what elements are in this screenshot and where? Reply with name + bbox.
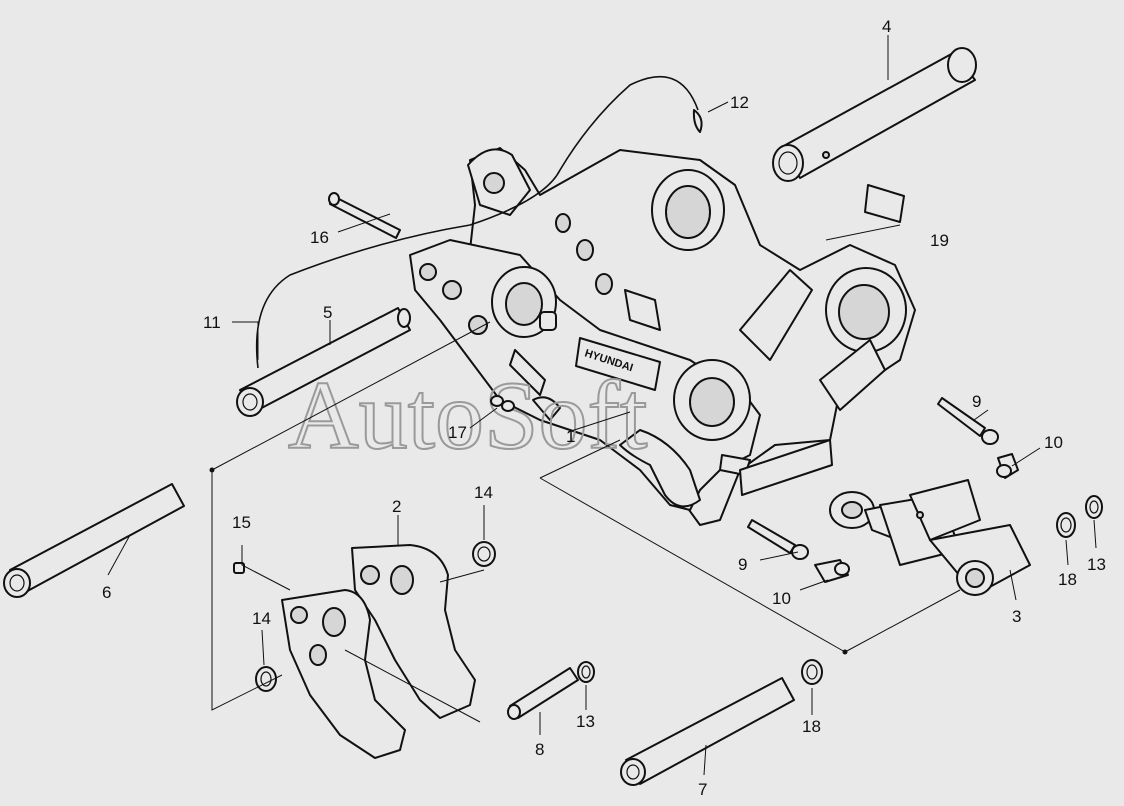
part-18-ring-right bbox=[1056, 512, 1076, 538]
part-10-fitting-lower bbox=[814, 559, 850, 583]
part-2-hook-rear bbox=[351, 544, 476, 719]
part-10-fitting-upper bbox=[996, 453, 1019, 479]
part-3-cylinder bbox=[829, 479, 1031, 596]
watermark-text: AutoSoft bbox=[288, 362, 647, 470]
callout-16: 16 bbox=[310, 228, 329, 247]
callout-3: 3 bbox=[1012, 607, 1021, 626]
callout-15: 15 bbox=[232, 513, 251, 532]
callout-14-lower: 14 bbox=[252, 609, 271, 628]
callout-9-upper: 9 bbox=[972, 392, 981, 411]
part-15-grease-fitting bbox=[233, 562, 245, 574]
part-2-hook-front bbox=[281, 589, 406, 759]
part-9-bolt-upper bbox=[937, 397, 999, 445]
callout-6: 6 bbox=[102, 583, 111, 602]
part-13-ring-lower bbox=[577, 661, 595, 683]
callout-14-upper: 14 bbox=[474, 483, 493, 502]
part-12-clip bbox=[692, 109, 703, 133]
callout-7: 7 bbox=[698, 780, 707, 799]
part-18-ring-lower bbox=[801, 659, 823, 685]
part-5-pin bbox=[236, 307, 411, 417]
part-11-cable bbox=[255, 75, 699, 369]
part-17-nuts bbox=[490, 395, 515, 412]
callout-4: 4 bbox=[882, 17, 891, 36]
callout-1: 1 bbox=[566, 427, 575, 446]
callout-labels: 1 2 3 4 5 6 7 8 9 9 10 10 11 12 13 13 14… bbox=[102, 17, 1106, 799]
callout-8: 8 bbox=[535, 740, 544, 759]
callout-18-right: 18 bbox=[1058, 570, 1077, 589]
callout-12: 12 bbox=[730, 93, 749, 112]
part-8-pin bbox=[507, 667, 579, 720]
callout-9-lower: 9 bbox=[738, 555, 747, 574]
callout-19: 19 bbox=[930, 231, 949, 250]
callout-10-upper: 10 bbox=[1044, 433, 1063, 452]
callout-10-lower: 10 bbox=[772, 589, 791, 608]
callout-11: 11 bbox=[203, 313, 221, 332]
callout-17: 17 bbox=[448, 423, 467, 442]
part-6-pin bbox=[3, 483, 185, 598]
callout-18-lower: 18 bbox=[802, 717, 821, 736]
part-7-pin bbox=[620, 677, 795, 786]
callout-13-lower: 13 bbox=[576, 712, 595, 731]
part-19-decal bbox=[864, 184, 905, 223]
callout-2: 2 bbox=[392, 497, 401, 516]
callout-5: 5 bbox=[323, 303, 332, 322]
part-9-bolt-lower bbox=[747, 519, 809, 560]
part-13-ring-right bbox=[1085, 495, 1103, 519]
part-1-coupler-body: HYUNDAI bbox=[409, 147, 916, 526]
part-4-pin bbox=[772, 47, 977, 182]
leader-lines bbox=[107, 35, 1097, 776]
part-14-ring-upper bbox=[472, 541, 496, 567]
callout-13-right: 13 bbox=[1087, 555, 1106, 574]
